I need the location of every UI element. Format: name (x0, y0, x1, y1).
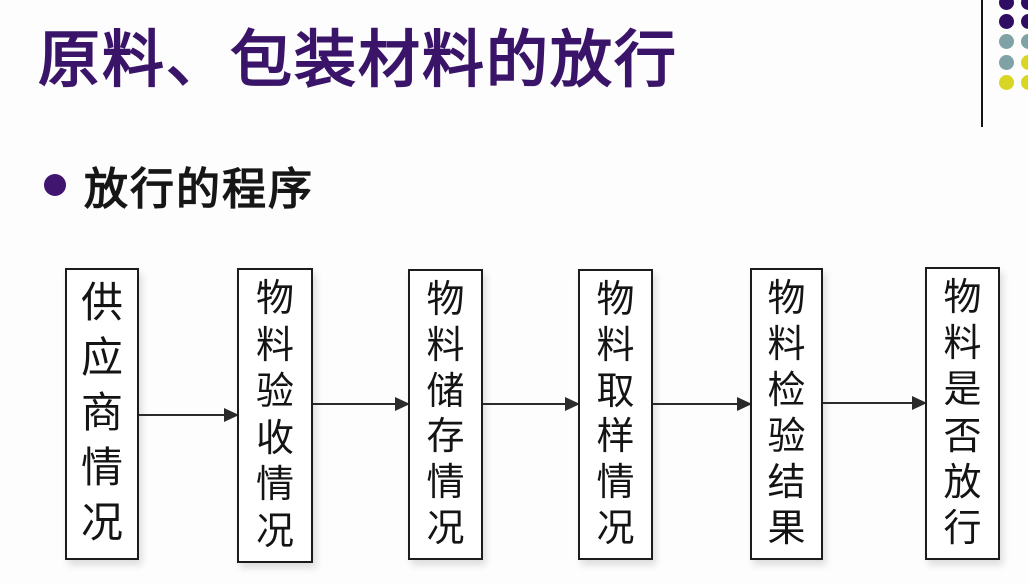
decor-vertical-rule (981, 0, 983, 127)
flow-box-char: 检 (767, 370, 806, 412)
bullet-icon (44, 174, 66, 196)
decor-dot (999, 34, 1014, 49)
flow-box-char: 行 (943, 507, 982, 550)
flow-box-sampling-status: 物料取样情况 (578, 269, 653, 560)
flow-box-inspection-result: 物料检验结果 (750, 268, 823, 560)
flow-box-char: 情 (80, 446, 123, 493)
decor-dot (999, 75, 1014, 90)
flow-box-char: 否 (943, 415, 982, 458)
flow-arrow-3 (483, 397, 580, 411)
flow-box-char: 情 (255, 464, 294, 507)
flow-box-char: 验 (767, 416, 806, 458)
flow-box-char: 料 (767, 324, 806, 366)
flow-box-char: 供 (80, 280, 123, 327)
flow-box-char: 料 (255, 324, 294, 367)
flow-box-char: 商 (80, 390, 123, 437)
flow-box-char: 存 (426, 416, 465, 459)
flow-arrow-4 (653, 397, 752, 411)
bullet-heading: 放行的程序 (44, 160, 314, 214)
flow-box-release-decision: 物料是否放行 (925, 267, 1000, 560)
decor-dot-clipped (1021, 14, 1028, 29)
flow-box-char: 放 (943, 461, 982, 504)
decor-dot (999, 0, 1014, 10)
flow-box-char: 收 (255, 417, 294, 460)
flow-box-char: 况 (80, 501, 123, 548)
decor-dot (999, 55, 1014, 70)
flow-box-char: 验 (255, 371, 294, 414)
flow-box-char: 物 (426, 278, 465, 321)
decor-dot-clipped (1021, 55, 1028, 70)
flow-box-storage-status: 物料储存情况 (408, 269, 483, 560)
flow-box-char: 物 (596, 278, 635, 321)
decor-dot-clipped (1021, 0, 1028, 10)
flow-box-char: 果 (767, 508, 806, 550)
flow-box-char: 是 (943, 369, 982, 412)
flow-box-char: 储 (426, 370, 465, 413)
bullet-heading-label: 放行的程序 (84, 165, 314, 214)
flow-box-char: 样 (596, 416, 635, 459)
flow-box-char: 物 (767, 278, 806, 320)
flow-arrow-5 (823, 396, 927, 410)
decor-dot-clipped (1021, 34, 1028, 49)
flow-box-char: 料 (596, 324, 635, 367)
decor-dot-clipped (1021, 75, 1028, 90)
flow-box-char: 结 (767, 462, 806, 504)
flow-box-char: 料 (943, 323, 982, 366)
flow-arrow-1 (139, 408, 239, 422)
flow-box-char: 况 (426, 508, 465, 551)
flow-arrow-2 (313, 397, 410, 411)
flow-box-acceptance-status: 物料验收情况 (237, 268, 313, 563)
flow-box-char: 取 (596, 370, 635, 413)
flow-box-char: 况 (255, 510, 294, 553)
flow-box-char: 应 (80, 335, 123, 382)
flow-box-char: 物 (255, 278, 294, 321)
decor-dot (999, 14, 1014, 29)
flow-box-char: 物 (943, 277, 982, 320)
flow-box-supplier-status: 供应商情况 (65, 268, 139, 560)
flow-box-char: 情 (596, 462, 635, 505)
flow-box-char: 情 (426, 462, 465, 505)
page-title: 原料、包装材料的放行 (38, 26, 679, 95)
flow-box-char: 况 (596, 508, 635, 551)
flow-box-char: 料 (426, 324, 465, 367)
